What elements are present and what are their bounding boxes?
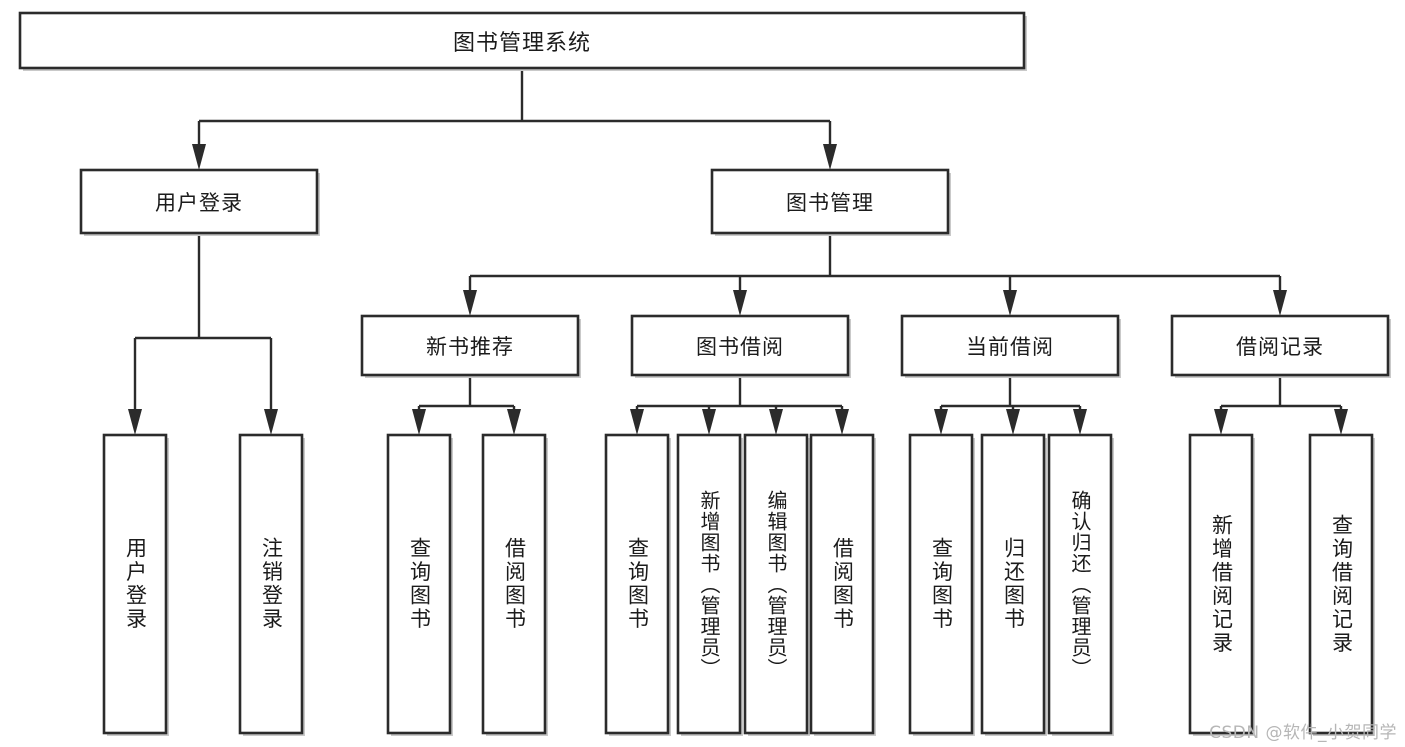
node-box-leaf6[interactable] (676, 433, 742, 735)
node-box-leaf11[interactable] (1047, 433, 1113, 735)
arrow-head-icon (264, 409, 278, 435)
node-box-leaf4[interactable] (481, 433, 547, 735)
node-box-leaf13[interactable] (1308, 433, 1374, 735)
arrow-head-icon (192, 144, 206, 170)
arrow-head-icon (733, 290, 747, 316)
arrow-head-icon (934, 409, 948, 435)
node-box-l2b[interactable] (630, 314, 850, 377)
nodes-layer (18, 11, 1391, 736)
arrow-head-icon (1006, 409, 1020, 435)
node-box-l2d[interactable] (1170, 314, 1390, 377)
arrow-head-icon (769, 409, 783, 435)
arrow-head-icon (412, 409, 426, 435)
node-box-leaf8[interactable] (809, 433, 875, 735)
node-box-leaf1[interactable] (102, 433, 168, 735)
arrow-head-icon (1003, 290, 1017, 316)
node-box-l1b[interactable] (710, 168, 950, 235)
node-box-l2c[interactable] (900, 314, 1120, 377)
arrow-head-icon (1273, 290, 1287, 316)
arrow-head-icon (463, 290, 477, 316)
arrow-head-icon (128, 409, 142, 435)
edges-layer (128, 68, 1348, 435)
node-box-leaf5[interactable] (604, 433, 670, 735)
arrow-head-icon (630, 409, 644, 435)
arrow-head-icon (835, 409, 849, 435)
node-box-leaf2[interactable] (238, 433, 304, 735)
arrow-head-icon (823, 144, 837, 170)
arrow-head-icon (1073, 409, 1087, 435)
node-box-leaf9[interactable] (908, 433, 974, 735)
node-box-leaf10[interactable] (980, 433, 1046, 735)
node-box-l1a[interactable] (79, 168, 319, 235)
node-box-leaf7[interactable] (743, 433, 809, 735)
node-box-leaf12[interactable] (1188, 433, 1254, 735)
arrow-head-icon (1334, 409, 1348, 435)
arrow-head-icon (702, 409, 716, 435)
arrow-head-icon (507, 409, 521, 435)
node-box-l2a[interactable] (360, 314, 580, 377)
arrow-head-icon (1214, 409, 1228, 435)
node-box-root[interactable] (18, 11, 1026, 70)
node-box-leaf3[interactable] (386, 433, 452, 735)
